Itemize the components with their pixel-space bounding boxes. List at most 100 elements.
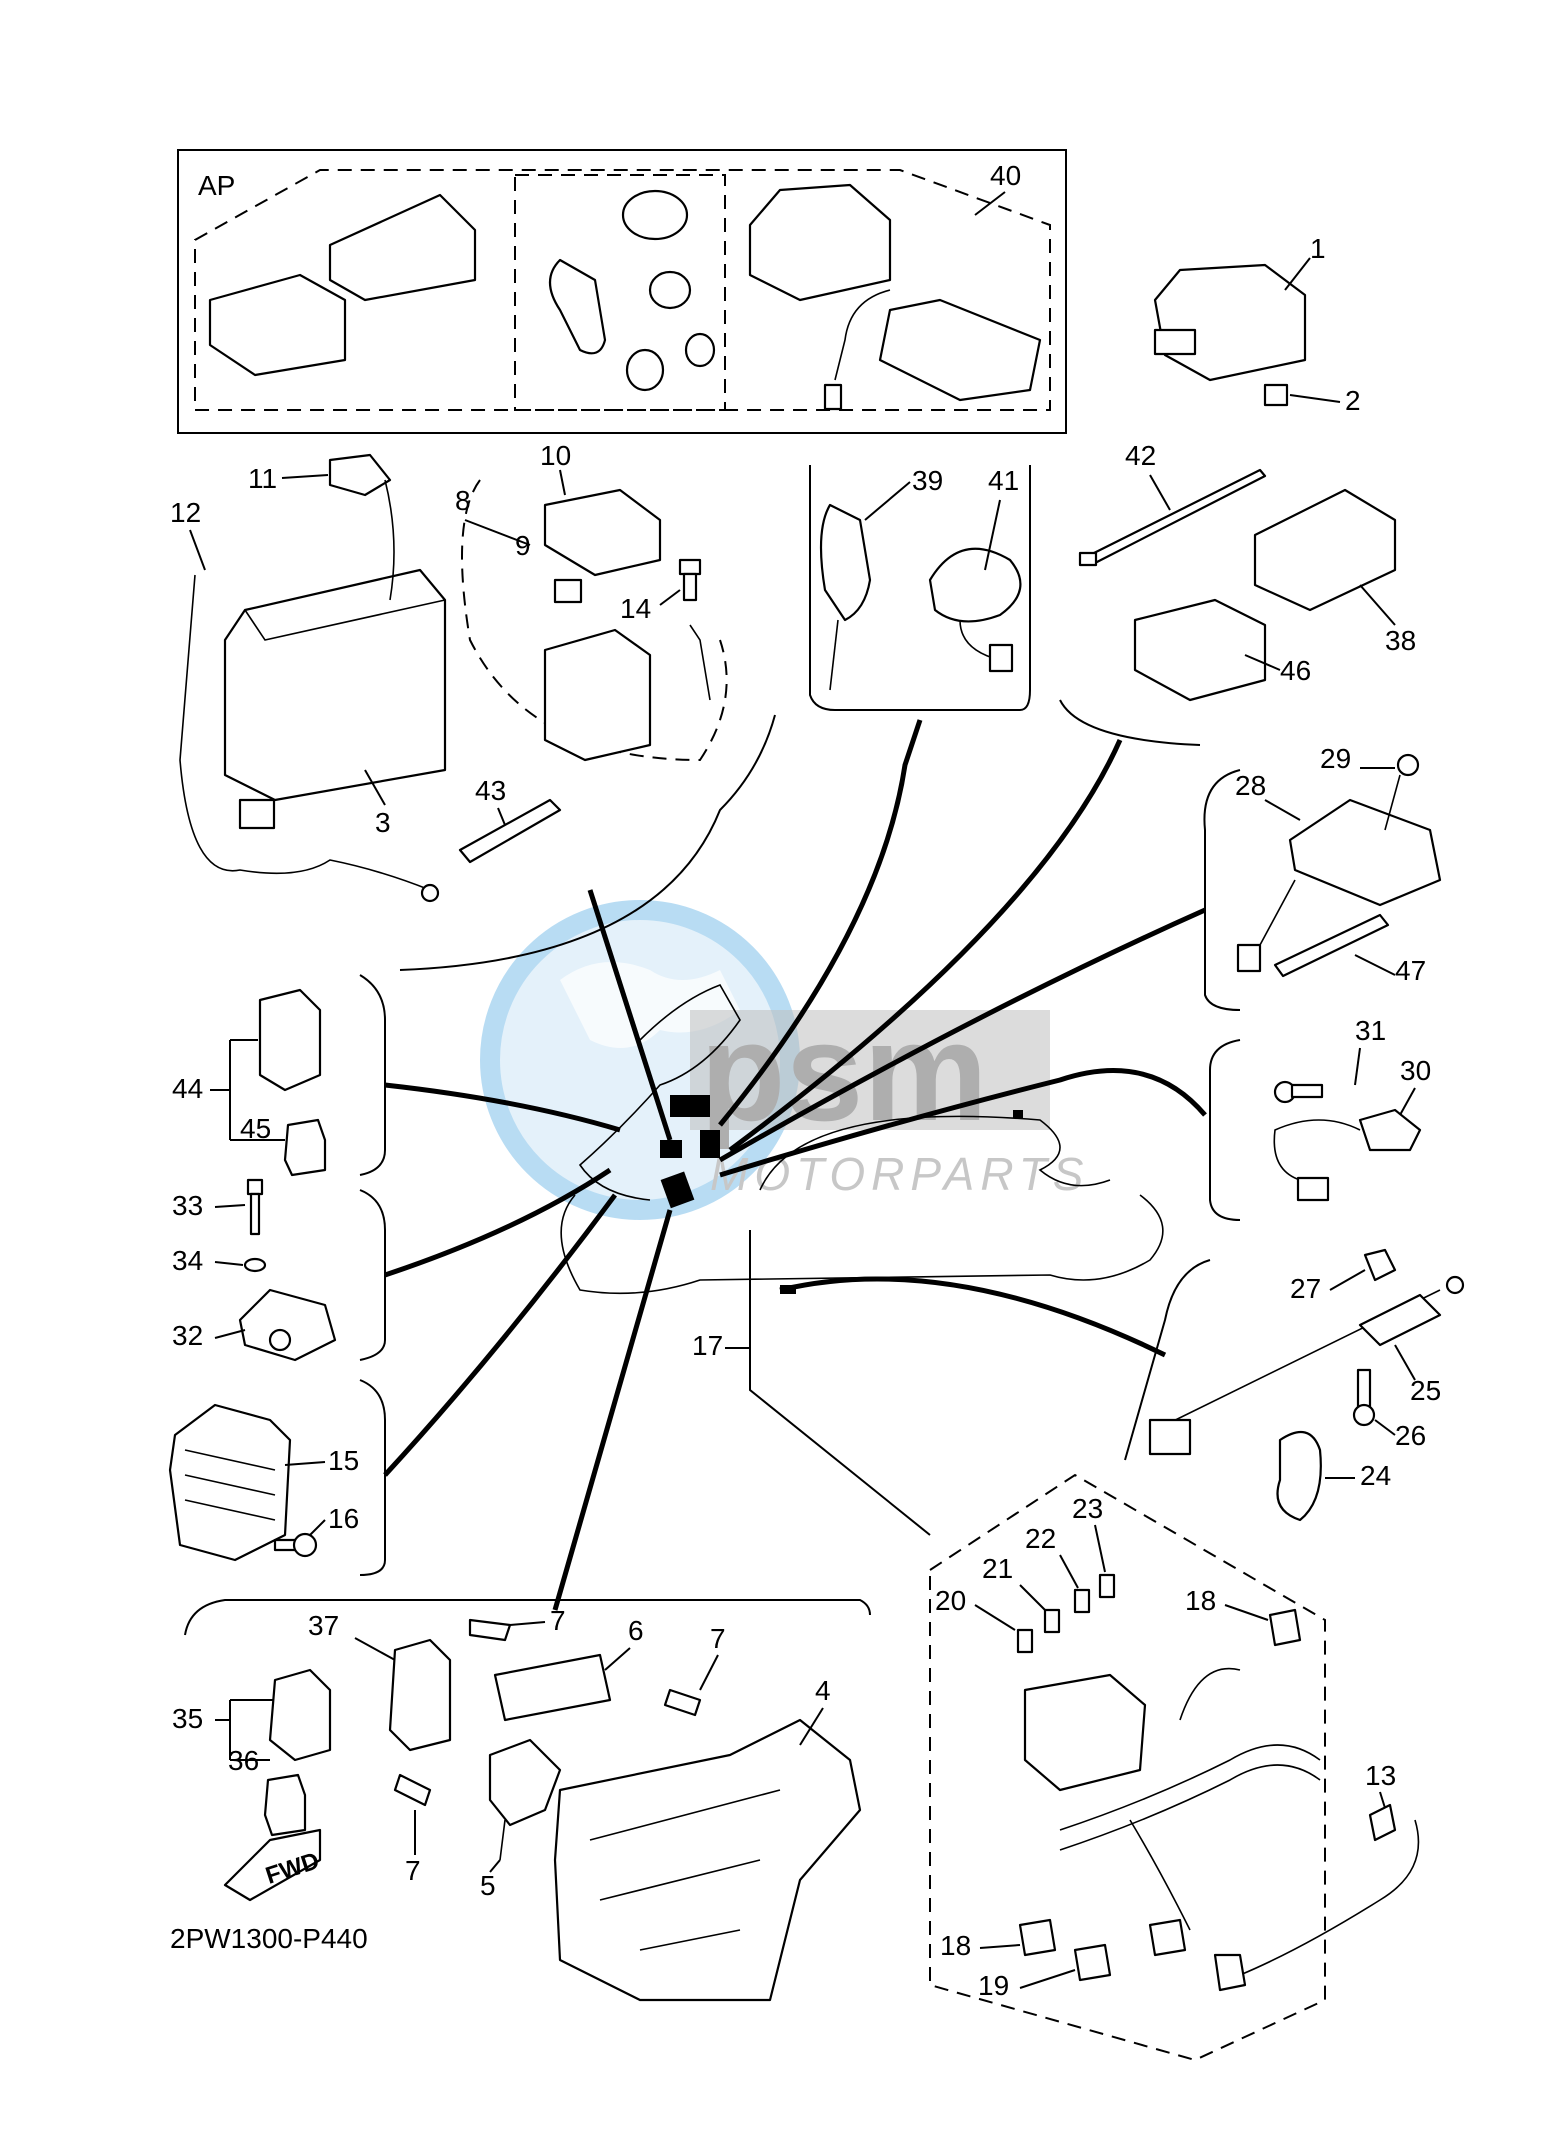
watermark: psm MOTORPARTS (480, 900, 1083, 1220)
sensor-panel: 28 29 47 (1203, 743, 1442, 1011)
part-10-relay-cover[interactable] (543, 488, 662, 577)
callout-1: 1 (1310, 233, 1326, 264)
part-41-immobilizer-unit[interactable] (928, 547, 1022, 673)
callout-15: 15 (328, 1445, 359, 1476)
part-11-cover[interactable] (328, 453, 395, 601)
part-1-ecu[interactable] (1153, 263, 1307, 382)
part-25-switch-lead[interactable] (1148, 1275, 1465, 1456)
callout-40: 40 (990, 160, 1021, 191)
part-7-clip[interactable] (393, 1618, 702, 1807)
part-18-relay-lower[interactable] (1018, 1918, 1057, 1957)
callout-19: 19 (978, 1970, 1009, 2001)
callout-47: 47 (1395, 955, 1426, 986)
callout-23: 23 (1072, 1493, 1103, 1524)
part-6-plate[interactable] (493, 1653, 612, 1722)
part-2-grommet[interactable] (1263, 383, 1289, 407)
part-14-bolt[interactable] (678, 558, 702, 602)
callout-30: 30 (1400, 1055, 1431, 1086)
part-33-bolt[interactable] (246, 1178, 264, 1236)
callout-16: 16 (328, 1503, 359, 1534)
part-12-battery-cable[interactable] (179, 574, 440, 903)
part-5-bracket[interactable] (488, 1738, 562, 1861)
callout-21: 21 (982, 1553, 1013, 1584)
part-36-relay-fuse[interactable] (263, 1773, 307, 1837)
callout-46: 46 (1280, 655, 1311, 686)
callout-7c: 7 (405, 1855, 421, 1886)
callout-7b: 7 (710, 1623, 726, 1654)
part-42-cable-tie[interactable] (1078, 468, 1267, 567)
part-28-sensor[interactable] (1288, 798, 1442, 907)
battery-panel: 3 12 11 10 8 9 1 (170, 440, 776, 971)
part-45-relay-fuse[interactable] (283, 1118, 327, 1177)
callout-41: 41 (988, 465, 1019, 496)
part-19-relay[interactable] (1073, 1943, 1112, 1982)
part-18-relay[interactable] (1148, 1608, 1302, 1957)
callout-28: 28 (1235, 770, 1266, 801)
part-15-rectifier[interactable] (168, 1403, 292, 1562)
watermark-brand: psm (700, 993, 988, 1150)
callout-10: 10 (540, 440, 571, 471)
callout-11: 11 (248, 463, 277, 494)
part-3-battery[interactable] (223, 568, 447, 802)
part-46-control-unit[interactable] (1133, 598, 1267, 702)
fwd-arrow-icon: FWD (223, 1828, 323, 1902)
kit-key-set[interactable] (548, 189, 716, 392)
part-27-nut[interactable] (1363, 1248, 1397, 1282)
switch-panel: 31 30 (1209, 1015, 1431, 1221)
relay-panel-left: 44 45 (172, 974, 386, 1177)
callout-12: 12 (170, 497, 201, 528)
part-22-fuse[interactable] (1073, 1588, 1091, 1614)
callout-4: 4 (815, 1675, 831, 1706)
callout-35: 35 (172, 1703, 203, 1734)
kit-ecm-unit[interactable] (748, 183, 1042, 411)
callout-42: 42 (1125, 440, 1156, 471)
callout-29: 29 (1320, 743, 1351, 774)
part-8-starter-relay[interactable] (543, 628, 652, 762)
part-4-frame[interactable] (553, 1718, 862, 2002)
callout-14: 14 (620, 593, 651, 624)
kit-ecu-unit[interactable] (208, 193, 477, 377)
callout-26: 26 (1395, 1420, 1426, 1451)
part-23-fuse[interactable] (1098, 1573, 1116, 1599)
callout-33: 33 (172, 1190, 203, 1221)
part-16-bolt[interactable] (273, 1532, 318, 1558)
callout-45: 45 (240, 1113, 271, 1144)
part-47-band[interactable] (1273, 913, 1390, 978)
fuse-box-group: 20 21 22 23 18 18 19 (929, 1473, 1326, 2062)
part-37-relay[interactable] (388, 1638, 452, 1752)
part-44-relay[interactable] (258, 988, 322, 1092)
callout-24: 24 (1360, 1460, 1391, 1491)
drawing-code: 2PW1300-P440 (170, 1923, 368, 1954)
part-9-fuse[interactable] (553, 578, 583, 604)
immobilizer-panel: 39 41 (809, 465, 1031, 711)
callout-2: 2 (1345, 385, 1361, 416)
part-21-fuse[interactable] (1043, 1608, 1061, 1634)
callout-18: 18 (1185, 1585, 1216, 1616)
callout-8: 8 (455, 485, 471, 516)
callout-36: 36 (228, 1745, 259, 1776)
callout-39: 39 (912, 465, 943, 496)
part-32-bracket[interactable] (238, 1288, 337, 1362)
callout-18b: 18 (940, 1930, 971, 1961)
part-20-fuse[interactable] (1016, 1628, 1034, 1654)
part-43-band[interactable] (458, 798, 562, 864)
part-13-lead[interactable] (1213, 1803, 1420, 1992)
part-39-key[interactable] (819, 503, 872, 691)
fuse-box-harness[interactable] (1023, 1667, 1321, 1931)
part-35-relay[interactable] (268, 1668, 332, 1762)
callout-5: 5 (480, 1870, 496, 1901)
part-26-bolt[interactable] (1352, 1368, 1376, 1427)
part-30-switch[interactable] (1273, 1108, 1422, 1202)
central-harness: 17 (383, 719, 1207, 1611)
part-31-bolt[interactable] (1273, 1080, 1324, 1104)
part-34-washer[interactable] (243, 1257, 267, 1273)
part-24-clamp[interactable] (1276, 1430, 1322, 1522)
part-38-control-unit[interactable] (1253, 488, 1397, 612)
part-29-screw[interactable] (1384, 753, 1420, 831)
callout-7: 7 (550, 1605, 566, 1636)
ap-kit-frame: AP 40 (177, 149, 1067, 434)
callout-37: 37 (308, 1610, 339, 1641)
callout-44: 44 (172, 1073, 203, 1104)
